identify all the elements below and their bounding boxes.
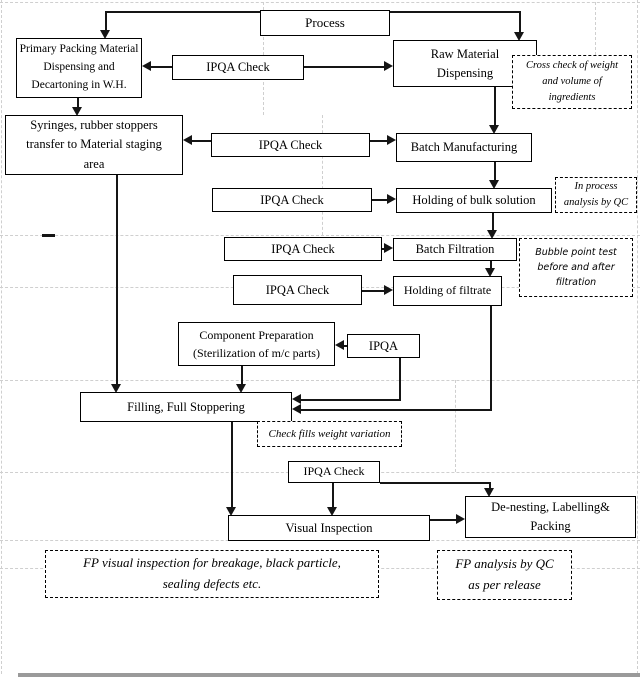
node-de-nesting-labelling-packing: De-nesting, Labelling& Packing bbox=[465, 496, 636, 538]
gridline-top bbox=[0, 2, 640, 3]
node-ipqa-check-5: IPQA Check bbox=[233, 275, 362, 305]
arrowhead bbox=[292, 394, 301, 404]
connector-line bbox=[370, 140, 389, 142]
connector-line bbox=[241, 366, 243, 384]
connector-line bbox=[362, 290, 385, 292]
connector-line bbox=[372, 199, 389, 201]
node-ipqa: IPQA bbox=[347, 334, 420, 358]
page-bottom-border bbox=[18, 673, 640, 677]
arrowhead bbox=[384, 61, 393, 71]
arrowhead bbox=[489, 125, 499, 134]
connector-line bbox=[343, 345, 347, 347]
node-ipqa-check-6: IPQA Check bbox=[288, 461, 380, 483]
arrowhead bbox=[387, 194, 396, 204]
node-component-preparation: Component Preparation (Sterilization of … bbox=[178, 322, 335, 366]
node-visual-inspection: Visual Inspection bbox=[228, 515, 430, 541]
node-ipqa-check-3: IPQA Check bbox=[212, 188, 372, 212]
arrowhead bbox=[487, 230, 497, 239]
annotation-in-process-analysis: In process analysis by QC bbox=[555, 177, 637, 213]
connector-line bbox=[300, 399, 401, 401]
connector-line bbox=[106, 11, 262, 13]
connector-line bbox=[300, 409, 492, 411]
gridline-right-border bbox=[637, 0, 638, 674]
arrowhead bbox=[456, 514, 465, 524]
node-holding-bulk-solution: Holding of bulk solution bbox=[396, 188, 552, 213]
connector-line bbox=[494, 162, 496, 181]
connector-line bbox=[380, 482, 490, 484]
arrowhead bbox=[100, 30, 110, 39]
node-batch-manufacturing: Batch Manufacturing bbox=[396, 133, 532, 162]
arrowhead bbox=[514, 32, 524, 41]
connector-line bbox=[116, 175, 118, 384]
arrowhead bbox=[387, 135, 396, 145]
connector-line bbox=[191, 140, 211, 142]
node-batch-filtration: Batch Filtration bbox=[393, 238, 517, 261]
node-process: Process bbox=[260, 10, 390, 36]
arrowhead bbox=[142, 61, 151, 71]
arrowhead bbox=[111, 384, 121, 393]
annotation-cross-check: Cross check of weight and volume of ingr… bbox=[512, 55, 632, 109]
connector-line bbox=[490, 261, 492, 269]
arrowhead bbox=[236, 384, 246, 393]
arrowhead bbox=[72, 107, 82, 116]
arrowhead bbox=[484, 488, 494, 497]
annotation-bubble-point-test: Bubble point test before and after filtr… bbox=[519, 238, 633, 297]
arrowhead bbox=[384, 285, 393, 295]
gridline-column bbox=[322, 115, 323, 235]
stray-dash bbox=[42, 234, 55, 237]
node-ipqa-check-1: IPQA Check bbox=[172, 55, 304, 80]
connector-line bbox=[332, 483, 334, 507]
annotation-check-fills-weight: Check fills weight variation bbox=[257, 421, 402, 447]
node-ipqa-check-4: IPQA Check bbox=[224, 237, 382, 261]
connector-line bbox=[77, 98, 79, 108]
connector-line bbox=[399, 358, 401, 401]
node-primary-packing: Primary Packing Material Dispensing and … bbox=[16, 38, 142, 98]
gridline-column bbox=[455, 380, 456, 472]
arrowhead bbox=[327, 507, 337, 516]
node-holding-filtrate: Holding of filtrate bbox=[393, 276, 502, 306]
connector-line bbox=[492, 213, 494, 231]
connector-line bbox=[490, 306, 492, 411]
arrowhead bbox=[485, 268, 495, 277]
gridline-row bbox=[0, 235, 640, 236]
gridline-left-border bbox=[1, 0, 2, 674]
node-syringes-transfer: Syringes, rubber stoppers transfer to Ma… bbox=[5, 115, 183, 175]
arrowhead bbox=[292, 404, 301, 414]
arrowhead bbox=[489, 180, 499, 189]
connector-line bbox=[231, 422, 233, 507]
connector-line bbox=[390, 11, 520, 13]
connector-line bbox=[494, 87, 496, 126]
node-ipqa-check-2: IPQA Check bbox=[211, 133, 370, 157]
arrowhead bbox=[226, 507, 236, 516]
arrowhead bbox=[384, 243, 393, 253]
connector-line bbox=[519, 11, 521, 33]
connector-line bbox=[304, 66, 386, 68]
connector-line bbox=[489, 482, 491, 488]
connector-line bbox=[430, 519, 457, 521]
connector-line bbox=[150, 66, 172, 68]
connector-line bbox=[105, 11, 107, 31]
annotation-fp-visual-inspection: FP visual inspection for breakage, black… bbox=[45, 550, 379, 598]
arrowhead bbox=[335, 340, 344, 350]
node-filling-full-stoppering: Filling, Full Stoppering bbox=[80, 392, 292, 422]
gridline-row bbox=[0, 380, 640, 381]
annotation-fp-analysis: FP analysis by QC as per release bbox=[437, 550, 572, 600]
arrowhead bbox=[183, 135, 192, 145]
